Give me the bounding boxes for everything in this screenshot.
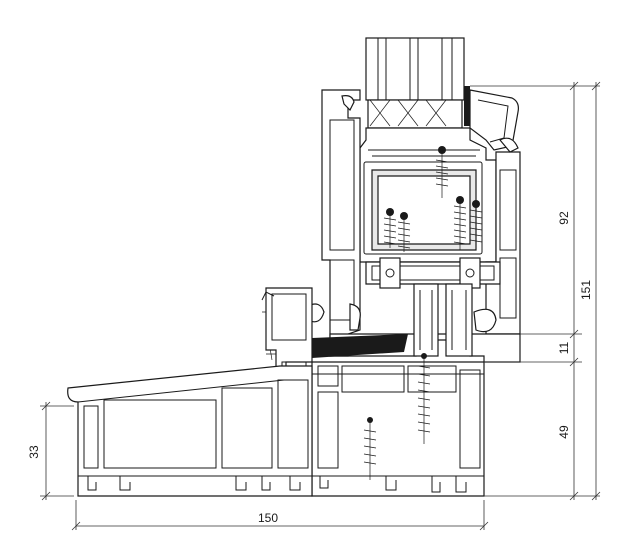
dimension-lines [40, 81, 601, 531]
fixing-screws [262, 146, 483, 480]
dimension-label-150: 150 [258, 511, 278, 525]
sill-extension-profile [261, 287, 313, 373]
glazing-unit [365, 37, 470, 129]
dimension-label-49: 49 [557, 425, 571, 439]
hardware-fittings [307, 257, 501, 357]
dimension-label-92: 92 [557, 211, 571, 225]
sill-board [67, 365, 313, 497]
dimension-label-151: 151 [579, 280, 593, 300]
dimension-label-11: 11 [557, 341, 571, 354]
seal-gasket [312, 334, 408, 358]
dimension-label-33: 33 [27, 445, 41, 459]
